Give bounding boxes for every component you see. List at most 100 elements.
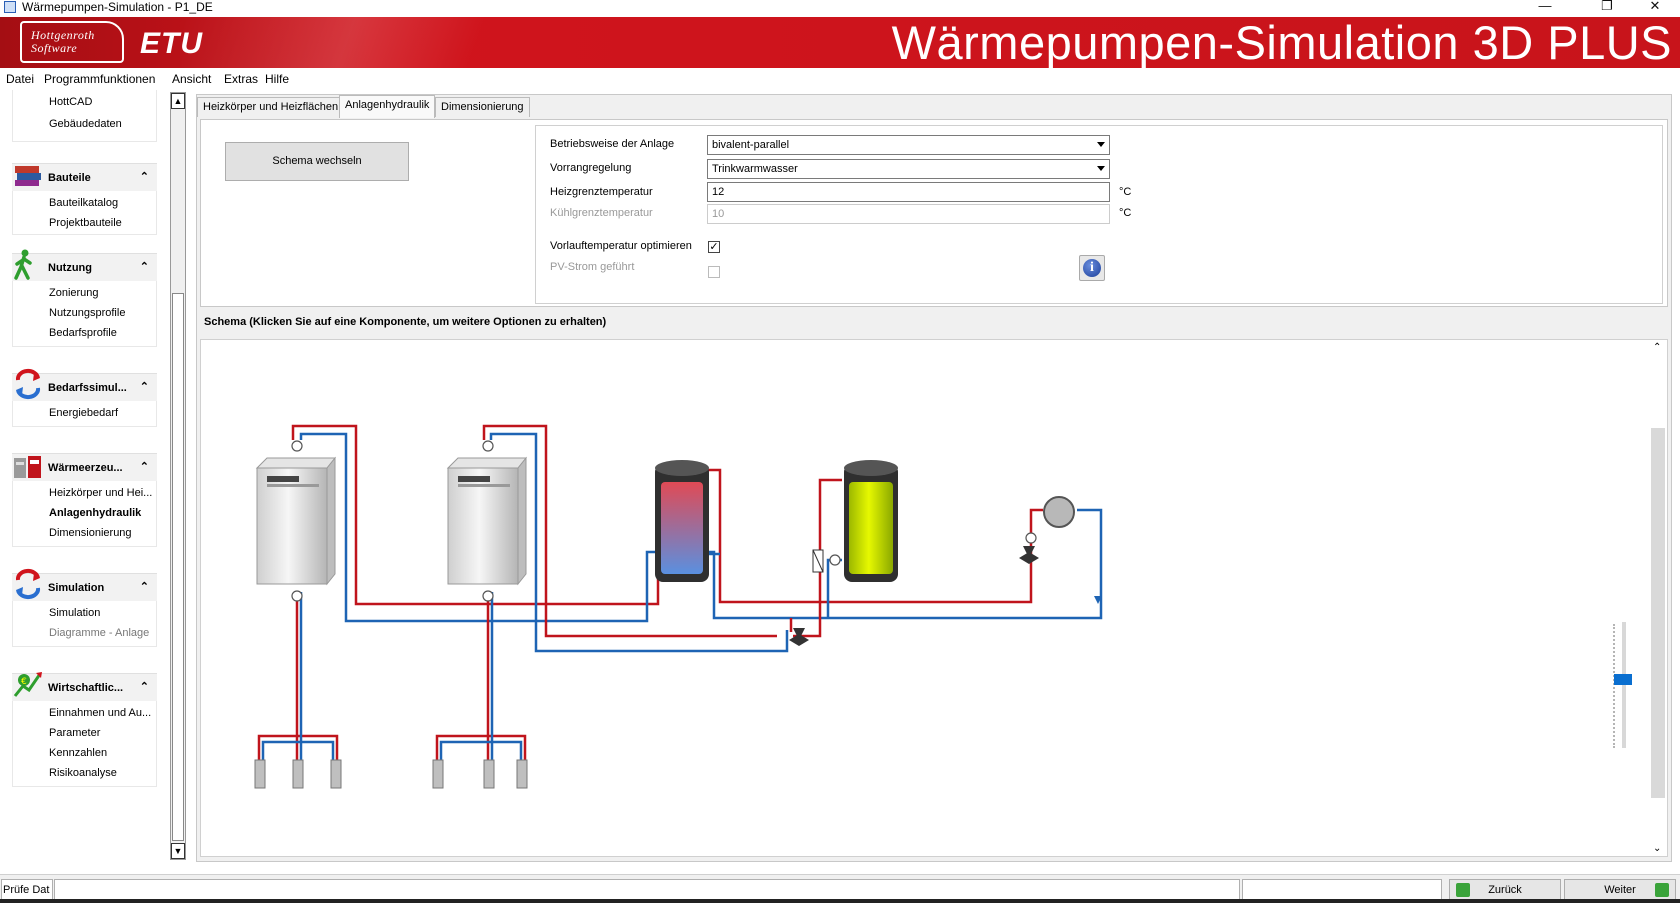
heat-pump-1[interactable] — [255, 456, 337, 586]
banner-title: Wärmepumpen-Simulation 3D PLUS — [891, 17, 1672, 68]
sidebar-group-label: Wirtschaftlic... — [48, 682, 124, 694]
next-button[interactable]: Weiter — [1564, 879, 1676, 901]
menu-hilfe[interactable]: Hilfe — [265, 72, 290, 86]
sidebar-item-risikoanalyse[interactable]: Risikoanalyse — [49, 767, 117, 779]
sidebar-panel-bauteile: Bauteilkatalog Projektbauteile — [12, 191, 157, 235]
svg-text:€: € — [21, 677, 27, 687]
sidebar-item-bauteilkatalog[interactable]: Bauteilkatalog — [49, 197, 119, 209]
heat-generator-icon — [14, 456, 41, 478]
sidebar-item-zonierung[interactable]: Zonierung — [49, 287, 99, 299]
back-button[interactable]: Zurück — [1449, 879, 1561, 901]
cycle-arrows-icon — [15, 569, 41, 599]
ground-probe[interactable] — [292, 759, 304, 789]
kuehlgrenz-unit: °C — [1119, 207, 1132, 219]
menu-programmfunktionen[interactable]: Programmfunktionen — [44, 72, 156, 86]
heat-pump-2[interactable] — [446, 456, 528, 586]
zoom-slider-thumb[interactable] — [1614, 674, 1632, 685]
sidebar-item-kennzahlen[interactable]: Kennzahlen — [49, 747, 108, 759]
sidebar-item-energiebedarf[interactable]: Energiebedarf — [49, 407, 119, 419]
ground-probe[interactable] — [254, 759, 266, 789]
vorlauf-checkbox[interactable]: ✓ — [708, 241, 720, 253]
pump-icon[interactable] — [482, 590, 494, 602]
tab-dimensionierung[interactable]: Dimensionierung — [435, 97, 530, 117]
pump-icon[interactable] — [291, 440, 303, 452]
heating-circuit-consumer[interactable] — [1043, 496, 1075, 528]
scrollbar-thumb[interactable] — [172, 293, 184, 841]
sidebar-group-label: Bedarfssimul... — [48, 382, 127, 394]
collapse-icon[interactable]: ⌃ — [139, 171, 149, 183]
restore-button[interactable]: ❐ — [1601, 0, 1613, 13]
sidebar-group-bauteile[interactable]: Bauteile ⌃ — [12, 163, 157, 191]
main-content: Heizkörper und Heizflächen Anlagenhydrau… — [196, 94, 1672, 862]
pump-icon[interactable] — [829, 554, 841, 566]
sidebar-item-parameter[interactable]: Parameter — [49, 727, 101, 739]
ground-probe[interactable] — [330, 759, 342, 789]
sidebar-group-label: Bauteile — [48, 172, 91, 184]
sidebar-group-wirtschaftlichkeit[interactable]: € Wirtschaftlic... ⌃ — [12, 672, 157, 701]
sidebar-panel-waermeerzeuger: Heizkörper und Hei... Anlagenhydraulik D… — [12, 481, 157, 547]
hydraulic-diagram[interactable] — [201, 340, 1651, 856]
sidebar-item-projektbauteile[interactable]: Projektbauteile — [49, 217, 122, 229]
scroll-down-icon[interactable]: ⌄ — [1653, 843, 1662, 854]
window-title: Wärmepumpen-Simulation - P1_DE — [22, 0, 213, 14]
kuehlgrenz-label: Kühlgrenztemperatur — [550, 207, 653, 219]
mixing-valve-icon[interactable] — [789, 546, 1039, 646]
tab-heizkoerper[interactable]: Heizkörper und Heizflächen — [197, 97, 345, 117]
collapse-icon[interactable]: ⌃ — [139, 681, 149, 693]
scroll-down-icon[interactable]: ▼ — [171, 843, 185, 859]
sidebar-item-einnahmen[interactable]: Einnahmen und Au... — [49, 707, 152, 719]
sidebar-item-hottcad[interactable]: HottCAD — [49, 96, 93, 108]
dhw-tank[interactable] — [844, 460, 898, 582]
collapse-icon[interactable]: ⌃ — [139, 381, 149, 393]
buffer-tank[interactable] — [655, 460, 709, 582]
sidebar-item-dimensionierung[interactable]: Dimensionierung — [49, 527, 132, 539]
collapse-icon[interactable]: ⌃ — [139, 581, 149, 593]
zoom-slider[interactable] — [1622, 622, 1626, 748]
ground-probe[interactable] — [516, 759, 528, 789]
schema-wechseln-button[interactable]: Schema wechseln — [225, 142, 409, 181]
menu-ansicht[interactable]: Ansicht — [172, 72, 212, 86]
sidebar-item-heizkoerper[interactable]: Heizkörper und Hei... — [49, 487, 153, 499]
sidebar-panel-bedarfssimulation: Energiebedarf — [12, 401, 157, 427]
tab-anlagenhydraulik[interactable]: Anlagenhydraulik — [339, 95, 436, 118]
pump-icon[interactable] — [291, 590, 303, 602]
schema-scrollbar[interactable]: ⌃ ⌄ — [1650, 340, 1666, 856]
pump-icon[interactable] — [482, 440, 494, 452]
scroll-up-icon[interactable]: ▲ — [171, 93, 185, 109]
collapse-icon[interactable]: ⌃ — [139, 461, 149, 473]
scrollbar-thumb[interactable] — [1651, 428, 1665, 798]
betriebsweise-dropdown[interactable]: bivalent-parallel — [707, 135, 1110, 155]
heizgrenz-unit: °C — [1119, 186, 1132, 198]
sidebar-item-bedarfsprofile[interactable]: Bedarfsprofile — [49, 327, 117, 339]
collapse-icon[interactable]: ⌃ — [139, 261, 149, 273]
sidebar-group-simulation[interactable]: Simulation ⌃ — [12, 569, 157, 601]
menu-extras[interactable]: Extras — [224, 72, 259, 86]
menu-datei[interactable]: Datei — [6, 72, 35, 86]
scroll-up-icon[interactable]: ⌃ — [1653, 342, 1662, 353]
check-valve-icon — [1094, 596, 1102, 604]
sidebar-item-gebaeudedaten[interactable]: Gebäudedaten — [49, 118, 122, 130]
sidebar-item-simulation[interactable]: Simulation — [49, 607, 101, 619]
sidebar-item-nutzungsprofile[interactable]: Nutzungsprofile — [49, 307, 126, 319]
heizgrenz-input[interactable]: 12 — [707, 182, 1110, 202]
sidebar-item-anlagenhydraulik[interactable]: Anlagenhydraulik — [49, 507, 142, 519]
sidebar-group-label: Simulation — [48, 582, 105, 594]
dropdown-arrow-icon — [1097, 142, 1105, 147]
ground-probe[interactable] — [483, 759, 495, 789]
close-button[interactable]: ✕ — [1649, 0, 1661, 13]
pump-icon[interactable] — [1025, 532, 1037, 544]
minimize-button[interactable]: — — [1538, 0, 1552, 13]
sidebar-group-label: Nutzung — [48, 262, 92, 274]
ground-probe[interactable] — [432, 759, 444, 789]
sidebar-scrollbar[interactable]: ▲ ▼ — [170, 92, 186, 860]
menu-bar: Datei Programmfunktionen Ansicht Extras … — [0, 68, 1680, 90]
sidebar-group-nutzung[interactable]: Nutzung ⌃ — [12, 249, 157, 281]
vorrang-dropdown[interactable]: Trinkwarmwasser — [707, 159, 1110, 179]
sidebar-item-diagramme-anlage[interactable]: Diagramme - Anlage — [49, 627, 150, 639]
kuehlgrenz-input[interactable]: 10 — [707, 204, 1110, 224]
sidebar-group-bedarfssimulation[interactable]: Bedarfssimul... ⌃ — [12, 369, 157, 401]
info-button[interactable]: i — [1079, 255, 1105, 281]
sidebar-group-waermeerzeuger[interactable]: Wärmeerzeu... ⌃ — [12, 453, 157, 481]
pv-checkbox[interactable] — [708, 266, 720, 278]
plant-settings: Betriebsweise der Anlage bivalent-parall… — [535, 125, 1663, 304]
